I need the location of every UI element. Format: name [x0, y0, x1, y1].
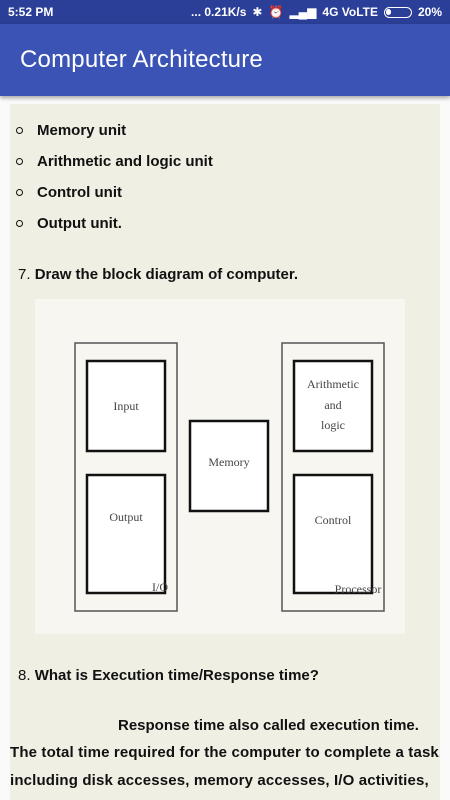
block-diagram-image: Input Output I/O Memory Arithmetic and l… [35, 299, 405, 634]
list-item-text: Arithmetic and logic unit [37, 152, 213, 170]
list-item-text: Memory unit [37, 121, 127, 139]
network-speed: ... 0.21K/s [191, 5, 247, 19]
content-area[interactable]: Memory unit Arithmetic and logic unit Co… [10, 104, 440, 800]
signal-icon: ▂▄▆ [289, 5, 317, 19]
alarm-off-icon: ⏰ [268, 5, 284, 19]
control-label: Control [315, 513, 352, 527]
answer-line-3: including disk accesses, memory accesses… [10, 772, 429, 789]
processor-group-box [281, 342, 385, 612]
io-group-box [74, 342, 178, 612]
bullet-icon [16, 219, 23, 227]
memory-box [188, 419, 270, 513]
app-title: Computer Architecture [20, 46, 263, 73]
battery-level: 20% [417, 5, 442, 19]
processor-label: Processor [335, 582, 382, 596]
alu-label-line1: Arithmetic [307, 377, 359, 391]
io-label: I/O [152, 580, 168, 594]
bullet-icon [16, 188, 23, 196]
control-box [292, 473, 374, 595]
list-item: Control unit [10, 180, 122, 204]
list-item-text: Control unit [37, 183, 122, 201]
status-time: 5:52 PM [8, 5, 54, 19]
alu-label-line3: logic [321, 418, 345, 432]
question-text: What is Execution time/Response time? [34, 667, 319, 684]
list-item: Output unit. [10, 211, 122, 235]
alu-box [292, 359, 374, 453]
list-item-text: Output unit. [37, 214, 122, 232]
bluetooth-icon: ✱ [252, 5, 263, 19]
app-bar: Computer Architecture [0, 24, 450, 96]
answer-line-1: Response time also called execution time… [118, 717, 419, 734]
input-label: Input [113, 399, 139, 413]
question-text: Draw the block diagram of computer. [34, 266, 299, 283]
output-box [85, 473, 167, 595]
network-type: 4G VoLTE [322, 5, 378, 19]
list-item: Arithmetic and logic unit [10, 149, 213, 173]
list-item: Memory unit [10, 118, 126, 142]
status-icons: ... 0.21K/s ✱ ⏰ ▂▄▆ 4G VoLTE 20% [191, 5, 442, 19]
question-number: 7. [18, 266, 31, 283]
battery-icon [383, 6, 412, 18]
bullet-icon [16, 157, 23, 165]
answer-line-2: The total time required for the computer… [10, 744, 440, 761]
output-label: Output [109, 510, 143, 524]
alu-label-line2: and [324, 398, 341, 412]
memory-label: Memory [208, 455, 249, 469]
question-number: 8. [18, 667, 31, 684]
status-bar: 5:52 PM ... 0.21K/s ✱ ⏰ ▂▄▆ 4G VoLTE 20% [0, 0, 450, 24]
question-7: 7. Draw the block diagram of computer. [18, 266, 298, 283]
block-diagram: Input Output I/O Memory Arithmetic and l… [35, 299, 405, 634]
question-8: 8. What is Execution time/Response time? [18, 667, 319, 684]
input-box [85, 359, 167, 453]
bullet-icon [16, 126, 23, 134]
